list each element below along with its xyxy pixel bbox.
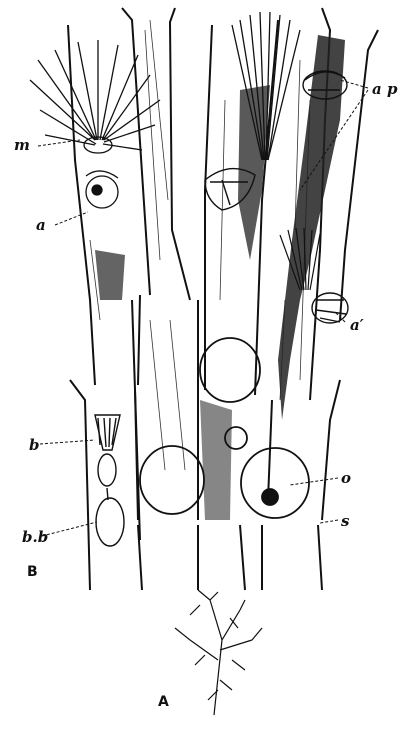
panel-label-A: A xyxy=(158,694,169,710)
label-b: b xyxy=(29,436,40,454)
dark-mass-3 xyxy=(95,250,125,300)
ovicell-upper xyxy=(200,338,260,402)
panel-label-B: B xyxy=(27,564,38,580)
tube-center-front xyxy=(132,300,198,540)
label-ap: a p xyxy=(372,80,398,98)
label-s: s xyxy=(341,512,350,530)
label-m: m xyxy=(14,136,30,154)
dark-mass-1 xyxy=(278,35,345,420)
label-a-prime: a′ xyxy=(350,316,364,334)
leader-a xyxy=(55,212,88,225)
tube-center-back xyxy=(122,8,190,300)
ovicell-left xyxy=(140,446,204,514)
label-o: o xyxy=(341,469,351,487)
ovicell-right xyxy=(241,448,309,518)
avicularium-a-prime xyxy=(312,293,348,323)
tube-lower-right xyxy=(268,380,340,520)
dark-mass-4 xyxy=(200,400,232,520)
leader-o xyxy=(290,478,338,485)
label-bb: b.b xyxy=(22,528,48,546)
base-lines xyxy=(138,525,322,590)
ovum xyxy=(262,489,278,505)
label-a: a xyxy=(36,216,46,234)
colony-sprig-A xyxy=(175,590,262,715)
polypide-a xyxy=(86,171,118,208)
tube-left-outer xyxy=(68,25,140,385)
brown-bodies xyxy=(95,415,124,546)
leader-s xyxy=(320,520,338,523)
